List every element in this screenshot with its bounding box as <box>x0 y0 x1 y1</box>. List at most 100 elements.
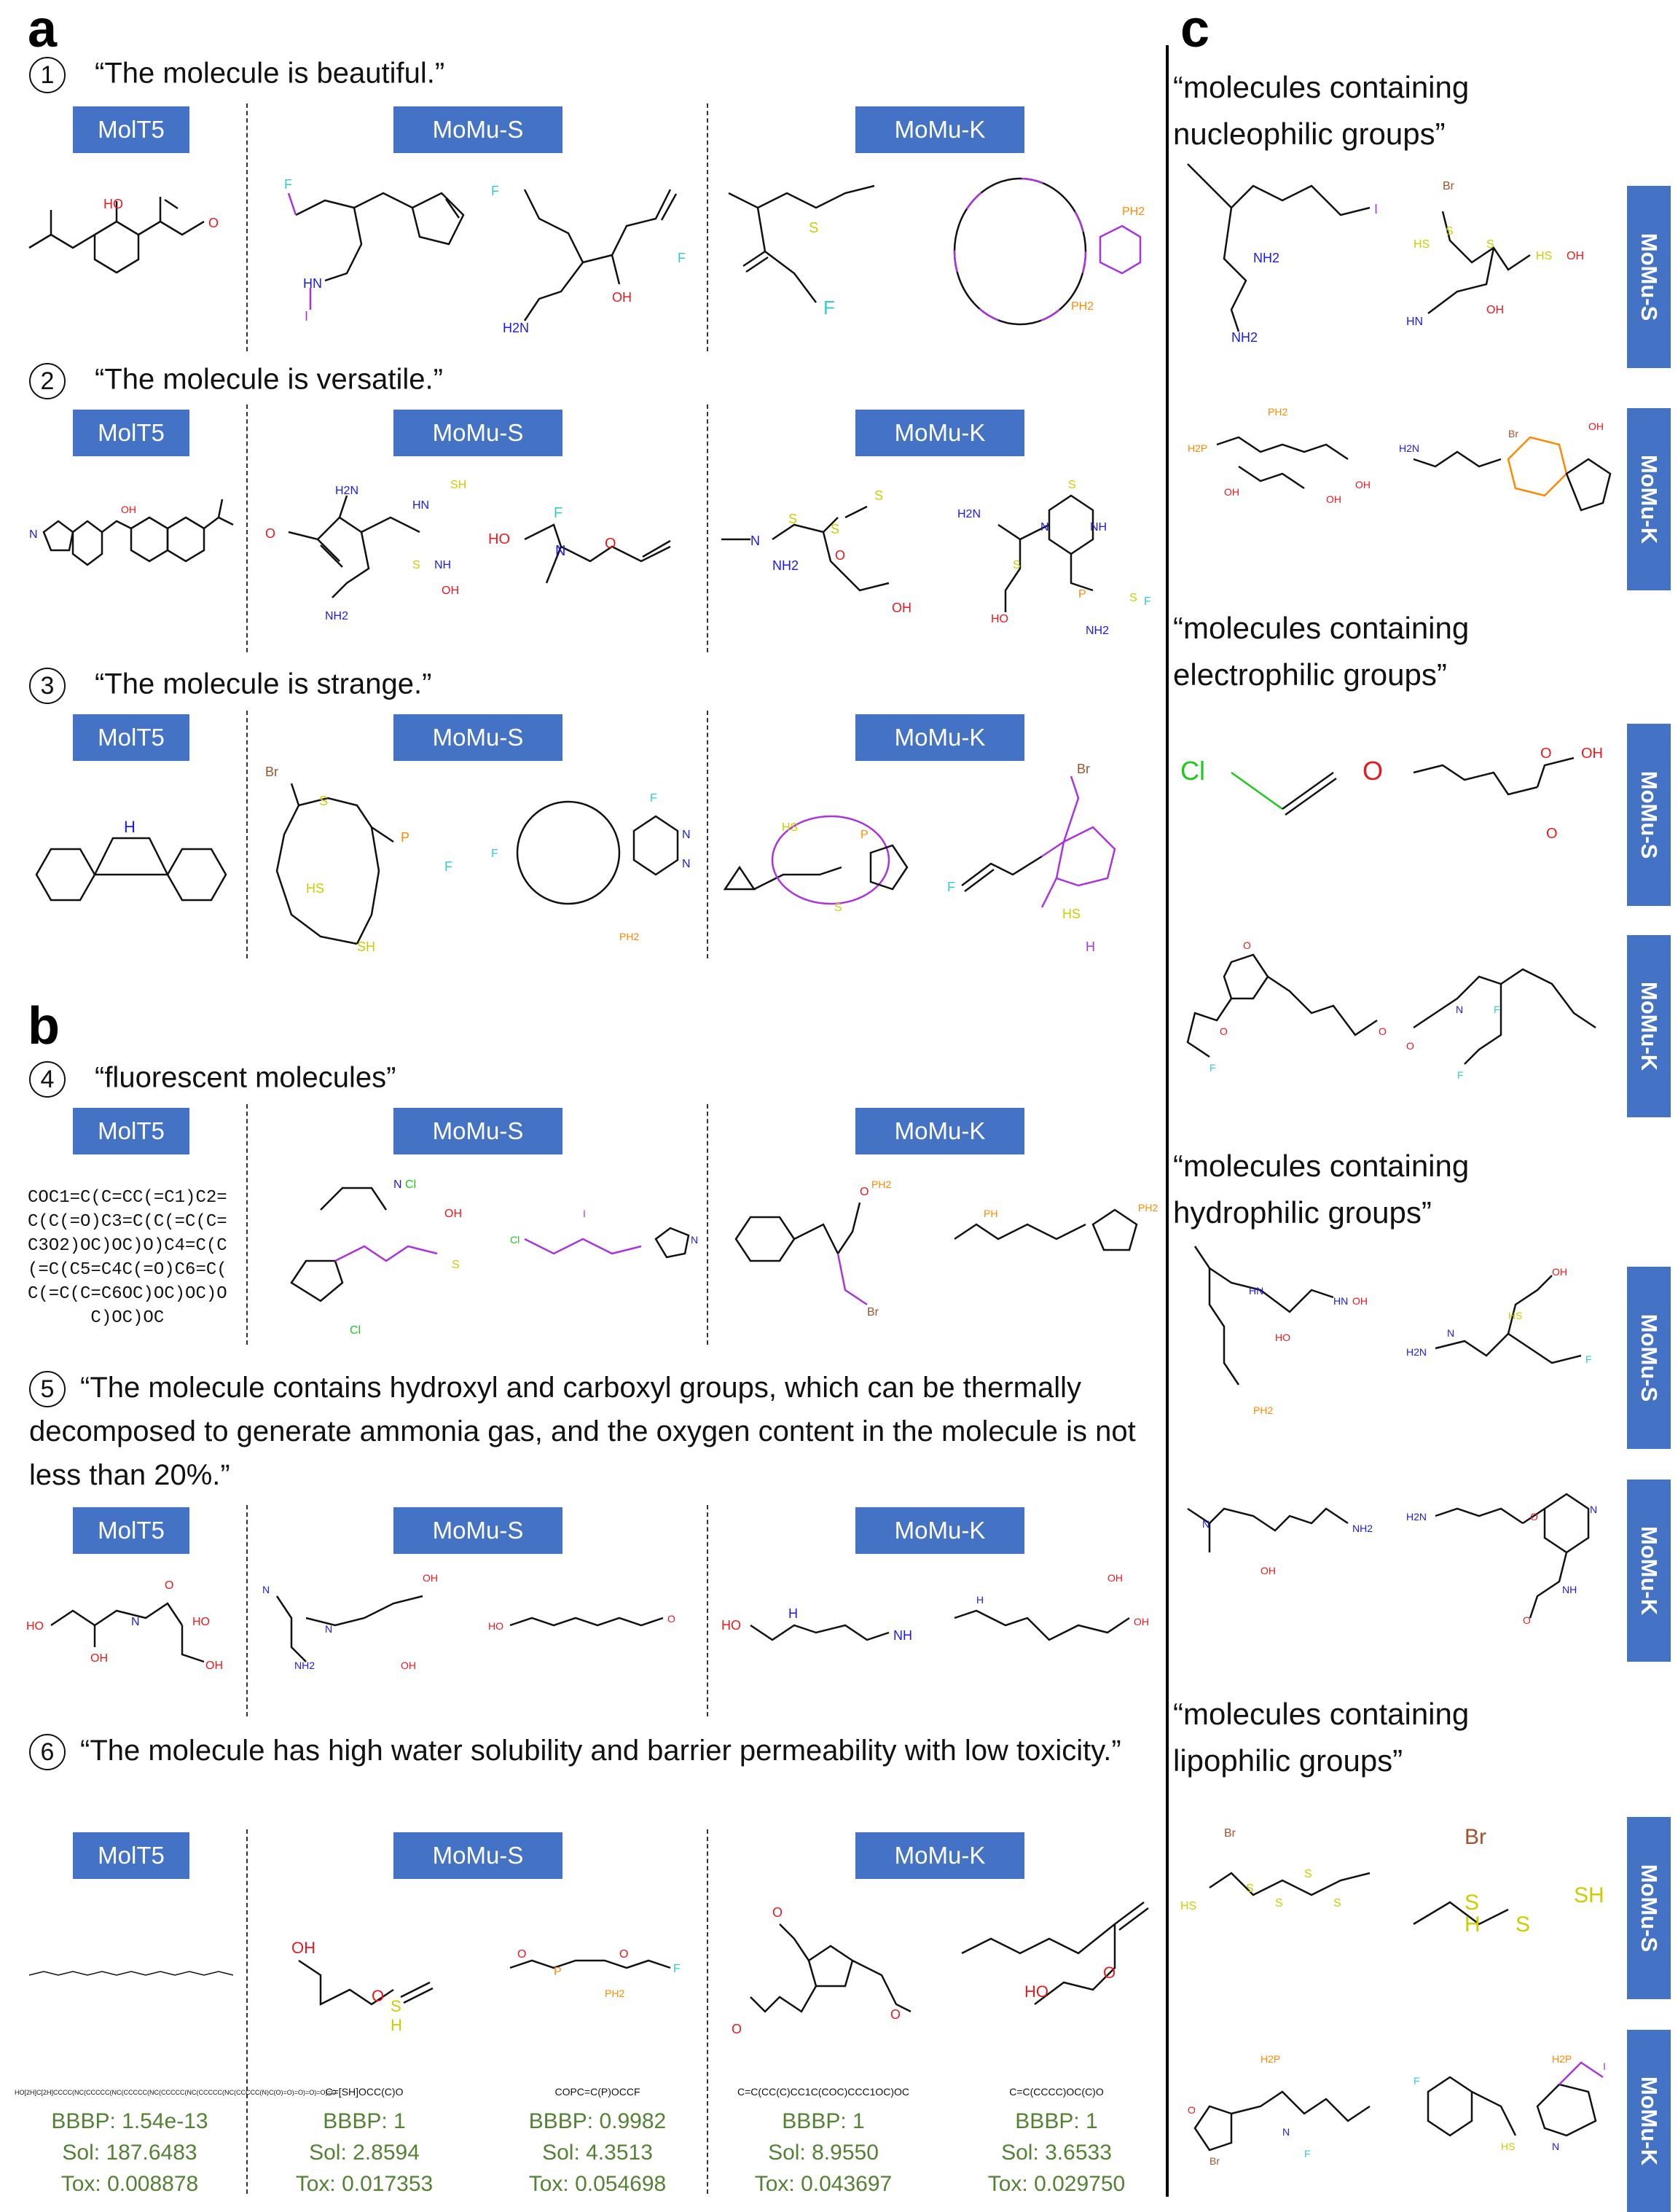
model-label-momu-s: MoMu-S <box>393 1507 562 1554</box>
metric-sol: Sol: 2.8594 <box>309 2141 420 2165</box>
atom-label: O <box>1540 746 1552 762</box>
atom-label: OH <box>205 1660 223 1672</box>
molecule-structure: PH PH2 <box>954 1202 1158 1251</box>
atom-label: SH <box>450 479 466 491</box>
atom-label: HS <box>1536 250 1552 262</box>
molecule-structure: PH2 PH2 <box>953 177 1145 326</box>
model-label-momu-s: MoMu-S <box>1627 724 1671 906</box>
atom-label: F <box>1304 2148 1311 2160</box>
atom-label: F <box>1457 1069 1464 1081</box>
atom-label: OH <box>291 1939 315 1957</box>
model-label-text: MoMu-S <box>1636 232 1662 321</box>
atom-label: HO <box>1275 1332 1290 1343</box>
molecule-structure: O PH2 Br <box>734 1179 891 1318</box>
atom-label: H2N <box>1399 442 1419 454</box>
atom-label: S <box>452 1259 460 1271</box>
atom-label: HS <box>1501 2141 1515 2152</box>
panel-label-b: b <box>28 997 60 1055</box>
atom-label: HN <box>1406 316 1423 328</box>
model-label-momu-k: MoMu-K <box>855 106 1024 153</box>
molecule-structure: H2P OH OH OH PH2 <box>1188 406 1371 505</box>
prompt-text: “The molecule is versatile.” <box>95 363 443 396</box>
metric-bbbp: BBBP: 1 <box>1015 2109 1098 2133</box>
atom-label: Cl <box>405 1179 416 1191</box>
molecule-structure: Br HS S S S S <box>1180 1827 1371 1912</box>
atom-label: F <box>678 251 686 265</box>
atom-label: I <box>583 1208 586 1219</box>
atom-label: N <box>682 829 691 841</box>
atom-label: Br <box>1224 1827 1236 1840</box>
metric-bbbp: BBBP: 1.54e-13 <box>51 2109 208 2133</box>
atom-label: OH <box>612 290 632 305</box>
atom-label: O <box>1379 1025 1387 1037</box>
atom-label: O <box>605 536 616 552</box>
atom-label: O <box>667 1613 675 1625</box>
model-label-text: MoMu-S <box>1636 1864 1662 1953</box>
atom-label: H2N <box>503 321 529 335</box>
model-label-text: MoMu-K <box>1636 1525 1662 1616</box>
prompt-text: “The molecule has high water solubility … <box>80 1735 1121 1767</box>
molecule-structure: H2N O N NH O <box>1406 1493 1597 1626</box>
molecule-structure: O OH O <box>1413 746 1603 842</box>
atom-label: NH2 <box>294 1660 315 1671</box>
metric-sol: Sol: 4.3513 <box>542 2141 653 2165</box>
atom-label: PH2 <box>1071 300 1094 313</box>
model-label-momu-s: MoMu-S <box>1627 1267 1671 1449</box>
molecule-structure: Br S H S SH <box>1413 1825 1604 1937</box>
atom-label: S <box>809 220 818 236</box>
atom-label: N <box>1552 2141 1559 2152</box>
atom-label: F <box>1494 1004 1500 1015</box>
atom-label: PH <box>984 1208 997 1219</box>
atom-label: S <box>874 488 883 503</box>
atom-label: H2P <box>1261 2053 1280 2065</box>
molecule-structure: Br S P F HS SH <box>265 765 452 954</box>
model-label-momu-s: MoMu-S <box>393 410 562 456</box>
atom-label: F <box>444 859 452 874</box>
atom-label: P <box>401 830 409 845</box>
atom-label: PH2 <box>871 1179 891 1190</box>
atom-label: H <box>391 2016 402 2034</box>
atom-label: S <box>319 794 328 808</box>
atom-label: S <box>1486 238 1494 251</box>
atom-label: S <box>1275 1897 1283 1910</box>
smiles-string: C=C(CCCC)OC(C)O <box>1009 2086 1104 2098</box>
prompt-2: 2 “The molecule is versatile.” <box>29 363 443 399</box>
atom-label: S <box>1446 225 1454 238</box>
model-label-molt5: MolT5 <box>73 1832 189 1879</box>
molecule-structure: HO F N O <box>488 505 671 584</box>
column-divider <box>707 1104 708 1345</box>
atom-label: OH <box>444 1208 462 1220</box>
atom-label: N <box>1456 1004 1463 1015</box>
atom-label: PH2 <box>619 931 639 942</box>
atom-label: OH <box>1352 1295 1368 1307</box>
molecule-structure: O P O F PH2 <box>509 1948 681 1999</box>
molecule-structure: OH O S H <box>291 1939 434 2034</box>
atom-label: OH <box>1326 493 1341 505</box>
atom-label: F <box>491 184 499 198</box>
atom-label: Br <box>1465 1825 1486 1849</box>
atom-label: O <box>1546 826 1558 842</box>
molecule-structure: H2N N HS OH F <box>1406 1266 1592 1365</box>
atom-label: S <box>1465 1891 1479 1915</box>
property-metrics-momu-k-2: BBBP: 1 Sol: 3.6533 Tox: 0.029750 <box>947 2106 1166 2200</box>
metric-sol: Sol: 187.6483 <box>62 2141 197 2165</box>
model-label-momu-k: MoMu-K <box>1627 1480 1671 1662</box>
atom-label: O <box>1103 1963 1116 1982</box>
atom-label: Cl <box>350 1324 361 1337</box>
molecule-structure: F F N N PH2 <box>491 792 691 942</box>
atom-label: P <box>860 829 869 841</box>
atom-label: Br <box>867 1306 879 1318</box>
atom-label: O <box>208 216 219 230</box>
model-label-momu-s: MoMu-S <box>393 1832 562 1879</box>
atom-label: N <box>1040 521 1049 534</box>
atom-label: SH <box>1574 1883 1604 1907</box>
prompt-text: “fluorescent molecules” <box>95 1061 396 1094</box>
prompt-number: 2 <box>29 363 66 399</box>
model-label-momu-k: MoMu-K <box>855 1108 1024 1154</box>
column-divider <box>246 1829 248 2194</box>
molecule-structure: N Cl OH S Cl <box>290 1179 462 1337</box>
atom-label: F <box>284 177 292 192</box>
atom-label: F <box>947 880 955 894</box>
atom-label: PH2 <box>1138 1202 1158 1214</box>
atom-label: HS <box>1508 1310 1522 1321</box>
